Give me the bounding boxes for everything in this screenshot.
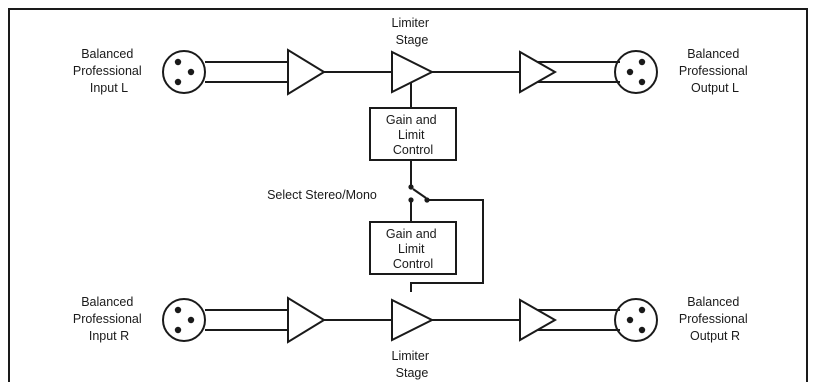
diagram-frame (8, 8, 808, 382)
control-top-label: Gain and Limit Control (386, 113, 440, 157)
limiter-top-label: Limiter Stage (392, 16, 433, 47)
gain-limit-control-bottom-box (369, 221, 457, 275)
xlr-input-r-icon (162, 298, 206, 342)
input-l-label: Balanced Professional Input L (73, 47, 145, 95)
xlr-output-l-icon (614, 50, 658, 94)
output-l-label: Balanced Professional Output L (679, 47, 751, 95)
limiter-bottom-label: Limiter Stage (392, 349, 433, 380)
output-amp-l-icon (519, 50, 558, 94)
switch-label: Select Stereo/Mono (267, 188, 377, 202)
limiter-amp-r-icon (391, 298, 435, 342)
output-r-label: Balanced Professional Output R (679, 295, 751, 343)
spdt-switch-icon (412, 188, 427, 199)
switch-contact-top (408, 184, 414, 190)
control-bottom-label: Gain and Limit Control (386, 227, 440, 271)
gain-limit-control-top-box (369, 107, 457, 161)
input-amp-l-icon (287, 48, 326, 96)
xlr-output-r-icon (614, 298, 658, 342)
output-amp-r-icon (519, 298, 558, 342)
switch-contact-bottom (408, 197, 414, 203)
input-r-label: Balanced Professional Input R (73, 295, 145, 343)
input-amp-r-icon (287, 296, 326, 344)
xlr-input-l-icon (162, 50, 206, 94)
